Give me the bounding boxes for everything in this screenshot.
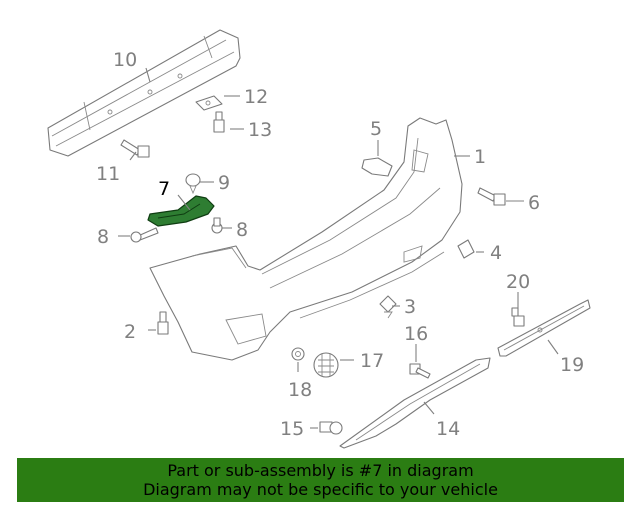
part-12-bracket[interactable] <box>195 95 223 111</box>
callout-8-left: 8 <box>97 226 109 248</box>
callout-9: 9 <box>218 172 230 194</box>
callout-7: 7 <box>158 178 170 200</box>
part-20-screw[interactable] <box>511 307 525 327</box>
callout-13: 13 <box>248 119 272 141</box>
part-6-bolt[interactable] <box>477 187 506 206</box>
part-2-bolt[interactable] <box>157 311 169 335</box>
callout-11: 11 <box>96 163 120 185</box>
part-1-bumper-cover[interactable] <box>149 117 463 361</box>
part-8-screw-right[interactable] <box>211 217 223 234</box>
part-4-clip[interactable] <box>457 239 475 259</box>
part-15-clip[interactable] <box>319 421 343 435</box>
part-16-screw[interactable] <box>409 363 431 379</box>
callout-5: 5 <box>370 118 382 140</box>
callout-2: 2 <box>124 321 136 343</box>
callout-1: 1 <box>474 146 486 168</box>
part-9-clip[interactable] <box>185 173 201 195</box>
part-5-bracket[interactable] <box>361 157 393 177</box>
part-19-side-molding[interactable] <box>497 299 591 357</box>
callout-10: 10 <box>113 49 137 71</box>
callout-3: 3 <box>404 296 416 318</box>
part-17-grommet[interactable] <box>313 352 339 378</box>
part-14-lower-garnish[interactable] <box>339 357 491 449</box>
callout-16: 16 <box>404 323 428 345</box>
callout-6: 6 <box>528 192 540 214</box>
banner-line-1: Part or sub-assembly is #7 in diagram <box>167 461 474 480</box>
callout-15: 15 <box>280 418 304 440</box>
callout-18: 18 <box>288 379 312 401</box>
leader-lines <box>118 67 559 429</box>
callout-8-right: 8 <box>236 219 248 241</box>
callout-4: 4 <box>490 242 502 264</box>
callout-14: 14 <box>436 418 460 440</box>
callout-20: 20 <box>506 271 530 293</box>
part-13-bolt[interactable] <box>213 111 225 133</box>
part-8-screw-left[interactable] <box>130 227 159 243</box>
callout-19: 19 <box>560 354 584 376</box>
callout-17: 17 <box>360 350 384 372</box>
banner-line-2: Diagram may not be specific to your vehi… <box>143 480 498 499</box>
part-3-clip[interactable] <box>379 295 397 319</box>
part-18-clip[interactable] <box>291 347 305 361</box>
callout-12: 12 <box>244 86 268 108</box>
part-7-bracket-highlighted[interactable] <box>147 195 215 227</box>
callout-labels: 1 2 3 4 5 6 7 8 8 9 10 11 12 13 14 15 16… <box>96 49 584 440</box>
part-11-bolt[interactable] <box>120 139 150 158</box>
info-banner: Part or sub-assembly is #7 in diagram Di… <box>17 458 624 502</box>
parts-diagram: 1 2 3 4 5 6 7 8 8 9 10 11 12 13 14 15 16… <box>47 29 591 449</box>
part-10-bumper-reinforcement[interactable] <box>47 29 241 157</box>
